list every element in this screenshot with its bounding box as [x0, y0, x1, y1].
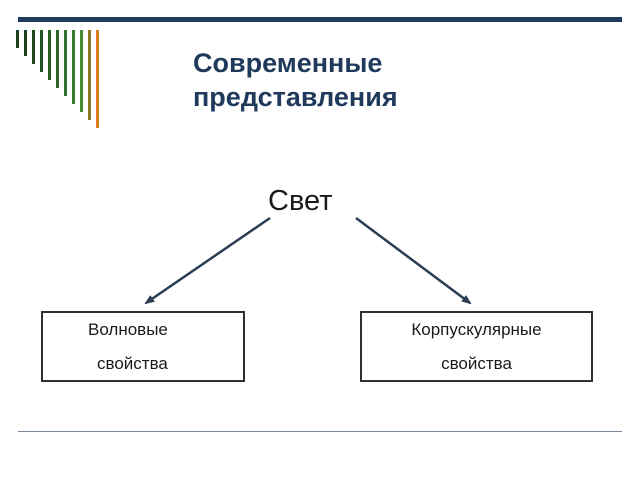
node-label-line-1: Корпускулярные	[411, 320, 542, 339]
diagram-node-wave-properties: Волновые свойства	[41, 311, 245, 382]
decorative-bar	[96, 30, 99, 128]
top-rule	[18, 17, 622, 22]
decorative-bar	[56, 30, 59, 88]
bottom-rule	[18, 431, 622, 432]
diagram-node-corpuscular-properties: Корпускулярные свойства	[360, 311, 593, 382]
arrow-to-left-node	[144, 216, 271, 305]
decorative-bar	[72, 30, 75, 104]
node-label-line-2: свойства	[441, 354, 512, 373]
slide-title-line-1: Современные	[193, 48, 383, 78]
diagram-root-node: Свет	[268, 185, 333, 217]
decorative-bar	[48, 30, 51, 80]
decorative-bar	[16, 30, 19, 48]
node-label-line-1: Волновые	[88, 320, 168, 339]
decorative-bar	[24, 30, 27, 56]
decorative-bar	[88, 30, 91, 120]
arrow-to-right-node	[355, 216, 472, 305]
slide-title-line-2: представления	[193, 82, 398, 112]
slide-title: Современные представления	[193, 46, 593, 114]
decorative-bar	[32, 30, 35, 64]
decorative-bar	[40, 30, 43, 72]
decorative-bar	[64, 30, 67, 96]
decorative-bars	[16, 30, 106, 130]
node-label-line-2: свойства	[97, 354, 168, 373]
decorative-bar	[80, 30, 83, 112]
